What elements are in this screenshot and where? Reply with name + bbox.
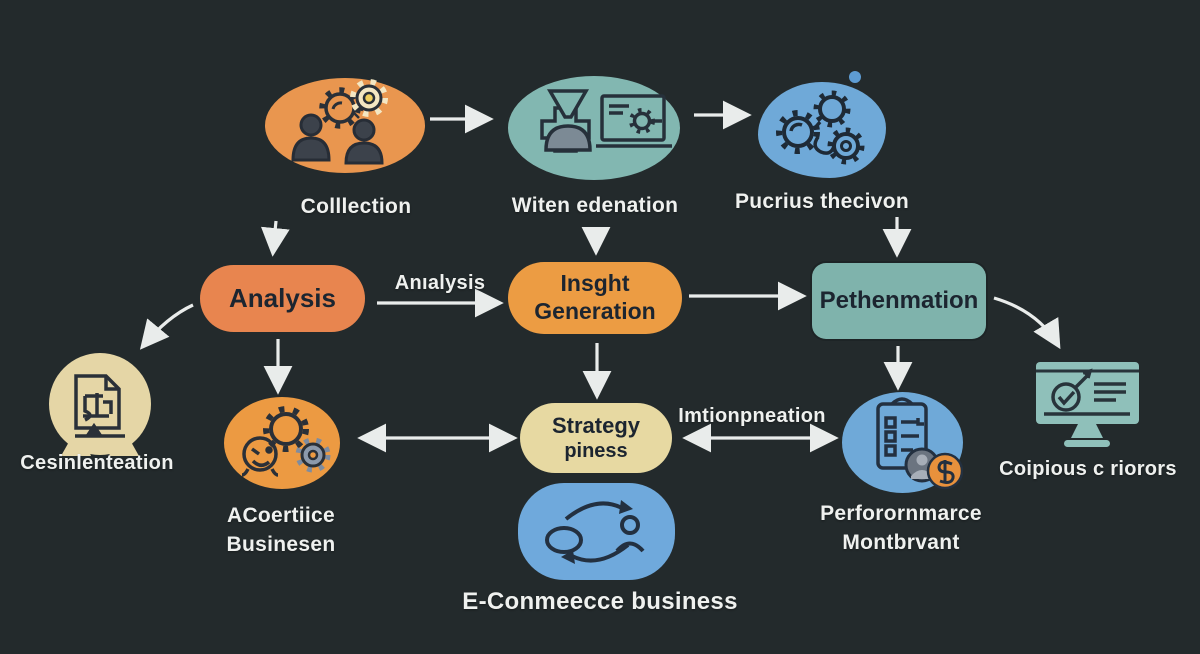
strategy-node: Strategy piness (520, 403, 672, 473)
strategy-node-text-line1: Strategy (551, 412, 641, 438)
ecommerce-label: E-Conmeecce business (462, 588, 738, 615)
coipious-label: Coipious c riorors (999, 458, 1177, 480)
pucrius-node (758, 82, 886, 178)
collection-label: Colllection (300, 195, 412, 218)
performance-label-line2: Montbrvant (842, 531, 960, 554)
pucrius-dot (849, 71, 861, 83)
coipious-node (1030, 360, 1145, 448)
insight-generation-node-text: Insght Generation (534, 270, 656, 324)
strategy-node-text-line2: piness (564, 440, 628, 463)
acoertiice-node (224, 397, 340, 489)
cesinlenteation-label: Cesinlenteation (20, 452, 174, 474)
clipboard-dollar-icon (876, 397, 963, 490)
acoertiice-label: ACoertiice Businesen (227, 501, 336, 559)
pethenmation-node-text: Pethenmation (819, 286, 979, 314)
performance-label: Perforornmarce Montbrvant (820, 499, 982, 557)
analysis-node-text: Analysis (229, 282, 336, 313)
collection-node (265, 78, 425, 173)
exchange-cycle-icon (545, 500, 645, 564)
document-monitor-icon (49, 353, 151, 456)
acoertiice-label-line2: Businesen (226, 533, 336, 556)
person-laptop-icon (540, 89, 672, 153)
pucrius-label: Pucrius thecivon (734, 190, 910, 213)
witen-node (508, 76, 680, 180)
analysis-edge-label: Anıalysis (394, 272, 486, 294)
gears-icon (776, 90, 865, 165)
acoertiice-label-line1: ACoertiice (226, 504, 336, 527)
ecommerce-node (518, 483, 675, 580)
analysis-node: Analysis (200, 265, 365, 332)
pethenmation-node: Pethenmation (812, 263, 986, 339)
insight-generation-node: Insght Generation (508, 262, 682, 334)
people-gears-icon (291, 79, 388, 165)
implementation-edge-label: Imtionpneation (678, 405, 826, 427)
cesinlenteation-node (45, 352, 155, 468)
monitor-target-icon (1036, 362, 1139, 447)
smiley-gears-icon (241, 406, 331, 477)
performance-label-line1: Perforornmarce (820, 502, 982, 525)
performance-node (842, 392, 963, 493)
witen-label: Witen edenation (511, 194, 679, 217)
